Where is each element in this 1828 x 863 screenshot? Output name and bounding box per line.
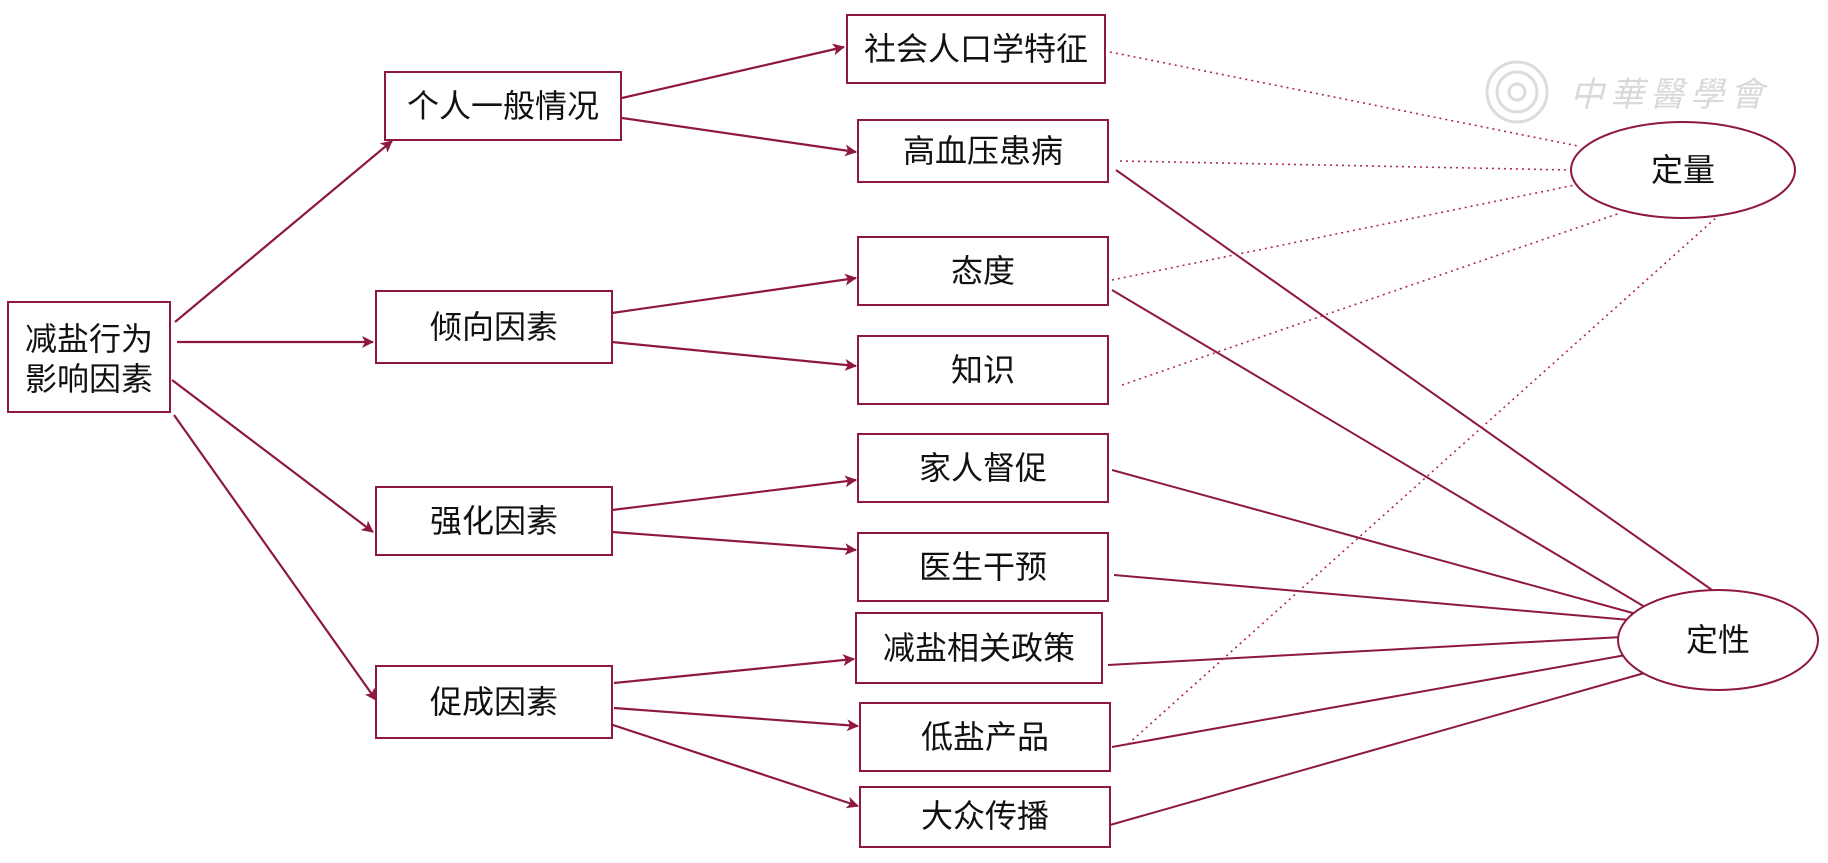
arrow-predisposing-to-attitude (611, 273, 857, 315)
link-media-qualitative (1109, 671, 1649, 826)
node-root-line2: 影响因素 (25, 360, 153, 398)
node-enabling-label: 促成因素 (430, 683, 558, 721)
link-attitude-quantitative (1111, 184, 1576, 281)
link-doctor-qualitative (1113, 574, 1631, 621)
link-family-qualitative (1111, 469, 1641, 616)
node-family: 家人督促 (857, 433, 1109, 503)
mid-arrows (609, 43, 859, 809)
node-hypertension-label: 高血压患病 (903, 132, 1063, 170)
node-personal: 个人一般情况 (384, 71, 622, 141)
node-root: 减盐行为 影响因素 (7, 301, 171, 413)
node-policy: 减盐相关政策 (855, 612, 1103, 684)
arrow-reinforcing-to-family (611, 475, 857, 512)
node-media-label: 大众传播 (921, 797, 1049, 835)
arrow-root-to-reinforcing (171, 379, 374, 533)
node-root-line1: 减盐行为 (25, 320, 153, 358)
node-predisposing: 倾向因素 (375, 290, 613, 364)
arrow-enabling-to-policy (613, 654, 855, 685)
node-attitude-label: 态度 (951, 252, 1015, 290)
node-qualitative: 定性 (1617, 589, 1819, 691)
arrow-predisposing-to-knowledge (611, 340, 857, 371)
node-quantitative: 定量 (1570, 121, 1796, 219)
node-knowledge: 知识 (857, 335, 1109, 405)
node-personal-label: 个人一般情况 (407, 87, 599, 125)
arrow-enabling-to-lowsalt (613, 706, 859, 732)
qualitative-links (1107, 169, 1713, 826)
node-demographics-label: 社会人口学特征 (864, 30, 1088, 68)
node-media: 大众传播 (859, 786, 1111, 848)
quantitative-links (1109, 51, 1719, 745)
node-reinforcing-label: 强化因素 (430, 502, 558, 540)
arrow-enabling-to-media (609, 722, 859, 809)
link-demographics-quantitative (1109, 51, 1579, 147)
arrow-root-to-enabling (173, 414, 377, 701)
node-doctor: 医生干预 (857, 532, 1109, 602)
watermark: 中華醫學會 (1485, 60, 1770, 124)
node-enabling: 促成因素 (375, 665, 613, 739)
link-knowledge-quantitative (1121, 212, 1621, 386)
link-attitude-qualitative (1111, 289, 1651, 611)
node-doctor-label: 医生干预 (919, 548, 1047, 586)
node-lowsalt: 低盐产品 (859, 702, 1111, 772)
node-hypertension: 高血压患病 (857, 119, 1109, 183)
watermark-text: 中華醫學會 (1570, 75, 1770, 115)
node-knowledge-label: 知识 (951, 351, 1015, 389)
arrow-reinforcing-to-doctor (611, 530, 857, 556)
node-family-label: 家人督促 (919, 449, 1047, 487)
node-demographics: 社会人口学特征 (846, 14, 1106, 84)
root-arrows (171, 140, 393, 701)
node-quantitative-label: 定量 (1651, 151, 1715, 189)
link-hypertension-qualitative (1115, 169, 1713, 591)
arrow-root-to-personal (174, 140, 393, 323)
watermark-seal-icon (1485, 60, 1549, 124)
arrow-personal-to-hypertension (621, 116, 857, 157)
node-policy-label: 减盐相关政策 (883, 629, 1075, 667)
node-qualitative-label: 定性 (1686, 621, 1750, 659)
node-predisposing-label: 倾向因素 (430, 308, 558, 346)
link-hypertension-quantitative (1119, 160, 1571, 171)
link-lowsalt-quantitative (1127, 215, 1719, 745)
node-attitude: 态度 (857, 236, 1109, 306)
link-policy-qualitative (1107, 636, 1623, 666)
node-reinforcing: 强化因素 (375, 486, 613, 556)
node-lowsalt-label: 低盐产品 (921, 718, 1049, 756)
link-lowsalt-qualitative (1111, 654, 1627, 748)
arrow-personal-to-demographics (621, 43, 845, 100)
